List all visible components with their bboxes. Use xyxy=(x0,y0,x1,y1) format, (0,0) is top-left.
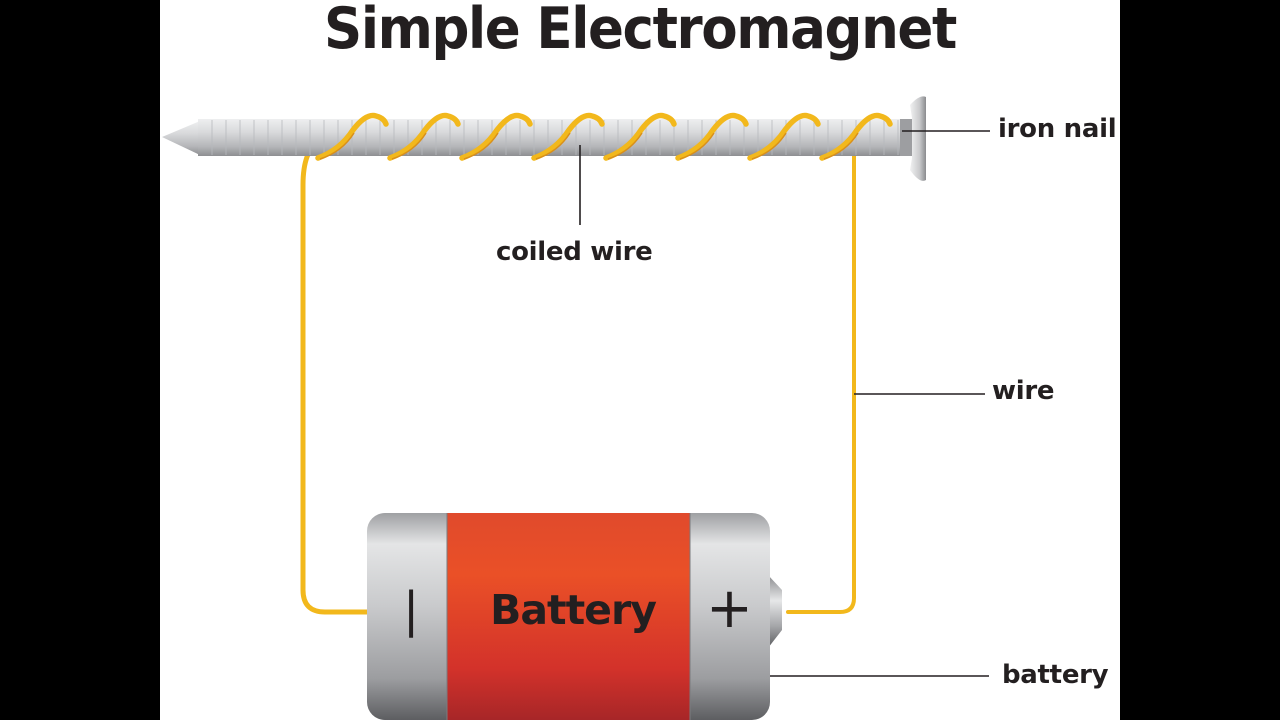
coil-turn-shadow xyxy=(535,132,571,160)
label-wire: wire xyxy=(992,376,1055,406)
coil-turn-shadow xyxy=(679,132,715,160)
negative-terminal-symbol: | xyxy=(403,582,419,638)
coil-turn xyxy=(819,112,893,161)
coil-turn-shadow xyxy=(319,132,355,160)
coiled-wire xyxy=(315,112,893,161)
coil-turn xyxy=(747,112,821,161)
coil-turn xyxy=(675,112,749,161)
coil-turn xyxy=(459,112,533,161)
coil-turn-shadow xyxy=(607,132,643,160)
coil-turn xyxy=(387,112,461,161)
coil-turn-shadow xyxy=(823,132,859,160)
battery-body-label: Battery xyxy=(490,586,657,634)
positive-terminal-symbol: + xyxy=(706,576,753,641)
battery xyxy=(367,513,782,720)
page-title: Simple Electromagnet xyxy=(324,0,957,62)
coil-turn xyxy=(603,112,677,161)
label-iron-nail: iron nail xyxy=(998,114,1117,144)
diagram-canvas: Simple Electromagnet xyxy=(160,0,1120,720)
wire-right xyxy=(786,148,856,614)
electromagnet-diagram xyxy=(162,96,990,720)
coil-turn xyxy=(531,112,605,161)
label-coiled-wire: coiled wire xyxy=(496,237,653,267)
wire-left xyxy=(300,137,378,615)
label-battery: battery xyxy=(1002,660,1109,690)
coil-turn-shadow xyxy=(463,132,499,160)
coil-turn xyxy=(315,112,389,161)
coil-turn-shadow xyxy=(751,132,787,160)
coil-turn-shadow xyxy=(391,132,427,160)
iron-nail xyxy=(162,96,926,181)
